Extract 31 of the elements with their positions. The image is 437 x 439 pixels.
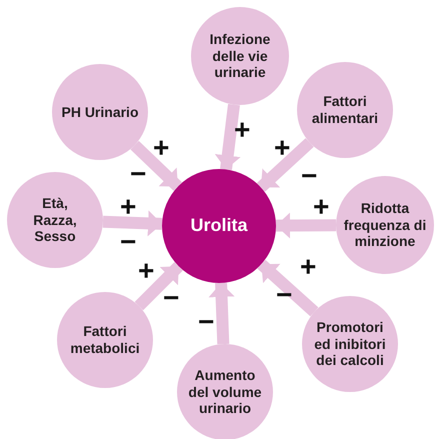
- arrow: [208, 282, 235, 344]
- sign-symbol: −: [130, 160, 146, 188]
- arrow: [276, 212, 336, 239]
- sign-symbol: +: [300, 253, 316, 281]
- sign-symbol: +: [138, 257, 154, 285]
- sign-symbol: −: [120, 228, 136, 256]
- circle-label: Aumento del volume urinario: [187, 367, 263, 417]
- sign-symbol: +: [234, 116, 250, 144]
- circle-label: PH Urinario: [61, 104, 138, 120]
- sign-symbol: +: [120, 193, 136, 221]
- arrow: [102, 210, 162, 236]
- circle-label: Infezione delle vie urinarie: [208, 31, 272, 81]
- arrow: [214, 104, 241, 170]
- sign-symbol: −: [276, 281, 292, 309]
- sign-symbol: +: [313, 193, 330, 221]
- circle-label: Fattori alimentari: [310, 93, 380, 127]
- circle-label: Età, Razza, Sesso: [32, 195, 78, 245]
- sign-symbol: −: [163, 284, 180, 312]
- circle-label: Ridotta frequenza di minzione: [342, 200, 428, 250]
- sign-symbol: −: [198, 308, 214, 336]
- circle-label: Promotori ed inibitori dei calcoli: [313, 319, 387, 369]
- sign-symbol: +: [274, 134, 290, 162]
- sign-symbol: −: [301, 162, 318, 190]
- sign-symbol: +: [153, 134, 170, 162]
- arrow: [257, 260, 318, 316]
- central-circle: [162, 169, 276, 283]
- arrow: [130, 140, 182, 191]
- arrow: [256, 138, 314, 192]
- circle-label: Fattori metabolici: [69, 323, 141, 357]
- circle-label: Urolita: [190, 215, 248, 237]
- arrow: [134, 262, 183, 310]
